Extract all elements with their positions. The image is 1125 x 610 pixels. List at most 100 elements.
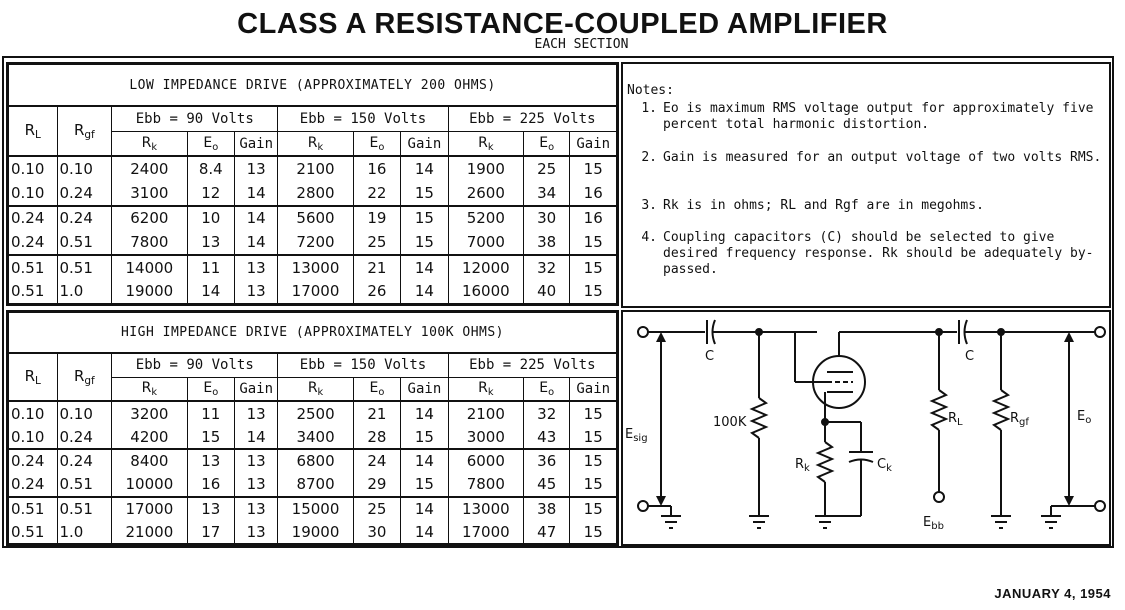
- table-cell: 14000: [111, 253, 188, 280]
- table-cell: 36: [522, 447, 571, 473]
- table-cell: 0.10: [8, 425, 58, 450]
- table-cell: 15: [569, 495, 617, 521]
- table-cell: 32: [522, 253, 571, 280]
- note-1: 1.Eo is maximum RMS voltage output for a…: [641, 101, 1094, 132]
- table-cell: 0.24: [8, 447, 58, 473]
- col-eo: Eo: [522, 130, 571, 157]
- table-cell: 0.24: [8, 204, 58, 231]
- table-cell: 19000: [277, 520, 354, 545]
- ebb-90-header: Ebb = 90 Volts: [111, 352, 279, 378]
- table-cell: 11: [186, 400, 236, 426]
- table-cell: 14: [400, 400, 449, 426]
- table-cell: 2500: [277, 400, 354, 426]
- col-gain: Gain: [400, 130, 449, 157]
- table-cell: 3400: [277, 425, 354, 450]
- table-cell: 14: [233, 181, 279, 207]
- table-cell: 0.10: [8, 400, 58, 426]
- label-c-out: C: [965, 349, 974, 364]
- table-cell: 13: [234, 495, 279, 521]
- ebb-225-header: Ebb = 225 Volts: [447, 105, 618, 132]
- table-cell: 11: [186, 253, 236, 280]
- table-cell: 1900: [447, 155, 524, 182]
- table-cell: 13: [234, 472, 279, 497]
- output-terminal-top: [1094, 326, 1106, 338]
- table-cell: 0.24: [56, 181, 113, 207]
- table-cell: 15: [569, 230, 617, 256]
- table-cell: 21000: [111, 520, 188, 545]
- col-gain: Gain: [233, 130, 279, 157]
- table-cell: 0.10: [8, 181, 58, 207]
- table-cell: 6200: [111, 204, 188, 231]
- table-cell: 13: [186, 495, 236, 521]
- schematic-panel: [621, 310, 1111, 546]
- table-cell: 15: [569, 155, 617, 182]
- table-cell: 15: [400, 425, 449, 450]
- table-cell: 15: [400, 204, 449, 231]
- col-eo: Eo: [352, 376, 402, 402]
- table-cell: 0.51: [8, 253, 58, 280]
- table-cell: 7000: [447, 230, 524, 256]
- sheet-frame: [2, 56, 1114, 548]
- table-cell: 0.10: [56, 155, 113, 182]
- label-c-in: C: [705, 349, 714, 364]
- table-cell: 16: [352, 155, 402, 182]
- table-cell: 0.10: [56, 400, 113, 426]
- table-cell: 14: [233, 204, 279, 231]
- table-cell: 1.0: [56, 279, 113, 305]
- load-resistor: [929, 389, 949, 431]
- cathode-resistor: [815, 441, 835, 483]
- table-cell: 29: [352, 472, 402, 497]
- table-cell: 13: [233, 253, 279, 280]
- col-rgf: Rgf: [56, 105, 113, 157]
- table-cell: 40: [522, 279, 571, 305]
- col-rl: RL: [8, 352, 58, 402]
- table-cell: 7800: [447, 472, 524, 497]
- table-cell: 2600: [447, 181, 524, 207]
- col-rl: RL: [8, 105, 58, 157]
- publication-date: JANUARY 4, 1954: [994, 586, 1111, 601]
- table-cell: 17000: [447, 520, 524, 545]
- table-cell: 15: [400, 472, 449, 497]
- table-cell: 0.51: [56, 472, 113, 497]
- table-cell: 22: [352, 181, 402, 207]
- table-cell: 13: [186, 230, 236, 256]
- table-cell: 32: [522, 400, 571, 426]
- low-impedance-table: LOW IMPEDANCE DRIVE (APPROXIMATELY 200 O…: [8, 64, 618, 305]
- table-cell: 17000: [111, 495, 188, 521]
- table-cell: 38: [522, 495, 571, 521]
- amplifier-schematic: C C 100K Rk Ck RL Rgf Esig Ebb Eo: [625, 319, 1106, 532]
- table-cell: 16: [186, 472, 236, 497]
- table-cell: 15: [569, 472, 617, 497]
- table-cell: 17: [186, 520, 236, 545]
- table-cell: 15: [569, 253, 617, 280]
- ebb-90-header: Ebb = 90 Volts: [111, 105, 279, 132]
- notes-header: Notes:: [627, 83, 674, 98]
- table-cell: 10: [186, 204, 236, 231]
- table-cell: 14: [400, 155, 449, 182]
- table-cell: 0.24: [8, 472, 58, 497]
- col-eo: Eo: [352, 130, 402, 157]
- table-cell: 14: [400, 447, 449, 473]
- table-cell: 25: [352, 495, 402, 521]
- table-cell: 0.51: [8, 279, 58, 305]
- ground-symbols: [661, 515, 1061, 529]
- table-cell: 13000: [277, 253, 354, 280]
- col-gain: Gain: [569, 130, 617, 157]
- col-rk: Rk: [447, 376, 524, 402]
- table-cell: 8.4: [186, 155, 236, 182]
- low-impedance-panel: LOW IMPEDANCE DRIVE (APPROXIMATELY 200 O…: [6, 62, 619, 306]
- table-cell: 6800: [277, 447, 354, 473]
- label-rgf: Rgf: [1010, 411, 1029, 428]
- label-ck: Ck: [877, 457, 892, 474]
- table-cell: 15: [400, 230, 449, 256]
- table-cell: 25: [352, 230, 402, 256]
- page-subtitle: EACH SECTION: [534, 37, 629, 52]
- col-eo: Eo: [522, 376, 571, 402]
- table-cell: 0.51: [8, 495, 58, 521]
